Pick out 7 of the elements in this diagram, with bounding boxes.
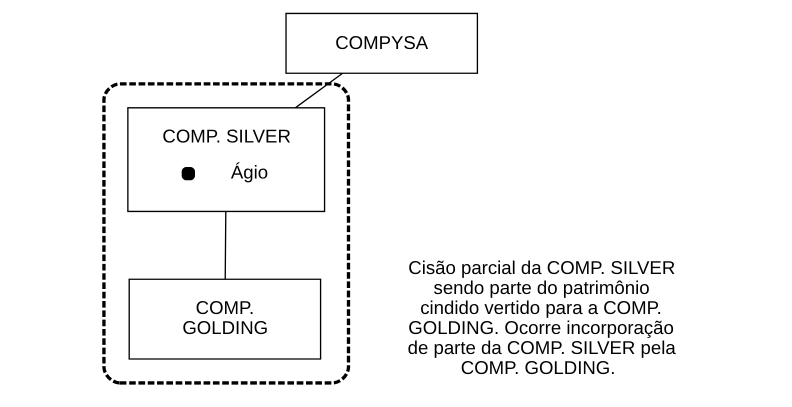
node-box: COMPYSA xyxy=(285,12,478,74)
node-box: COMP. SILVER Ágio xyxy=(127,107,326,212)
cluster xyxy=(102,82,350,385)
label: Cisão parcial da COMP. SILVER sendo parte do patrimônio cindido vertido para a COMP. GOLDING. Ocorre incorporação de parte da COMP. SILVER pela COMP. GOLDING. xyxy=(408,257,676,378)
connector xyxy=(224,212,226,280)
connector xyxy=(295,72,343,108)
node-box: COMP. GOLDING xyxy=(128,278,322,360)
